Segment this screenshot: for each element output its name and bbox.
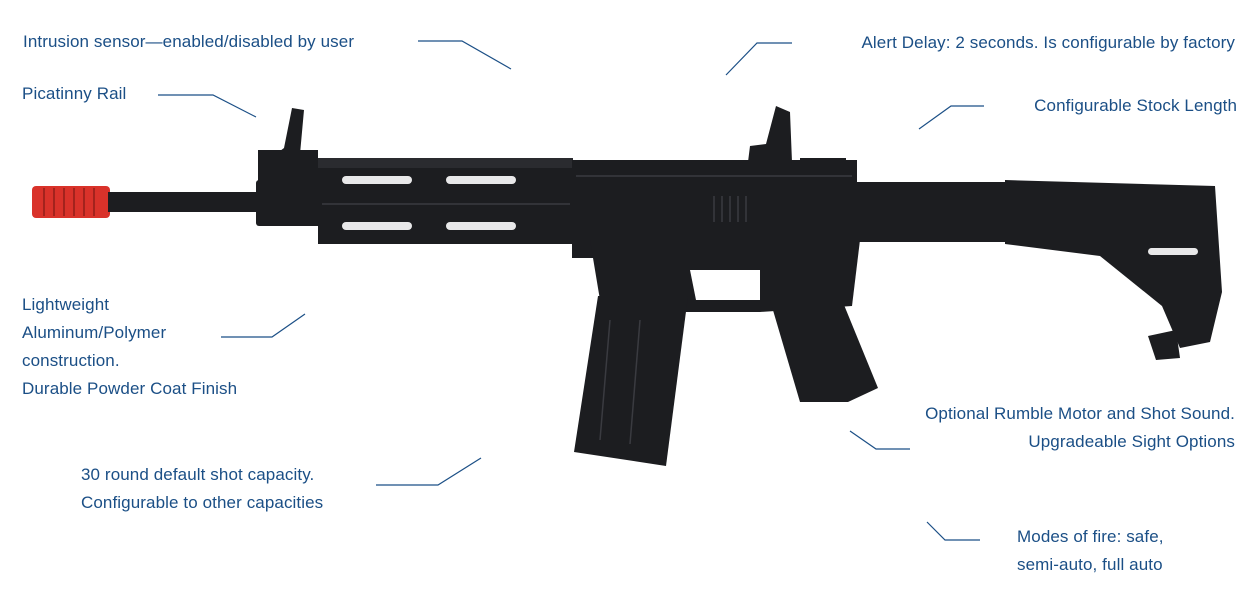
callout-rumble-line-2: Upgradeable Sight Options [1028,432,1235,451]
callout-alert: Alert Delay: 2 seconds. Is configurable … [861,29,1235,57]
callout-construction-line-4: Durable Powder Coat Finish [22,379,238,398]
callout-picatinny: Picatinny Rail [22,80,126,108]
pistol-grip [770,300,878,402]
rear-sight [748,106,792,162]
rifle-icon [32,106,1222,466]
leader-intrusion [418,40,512,70]
callout-intrusion: Intrusion sensor—enabled/disabled by use… [23,28,354,56]
barrel [108,192,270,212]
callout-alert-line: Alert Delay: 2 seconds. Is configurable … [861,33,1235,52]
leader-stock [918,105,984,130]
callout-construction-line-2: Aluminum/Polymer [22,323,167,342]
callout-capacity: 30 round default shot capacity. Configur… [81,461,323,517]
handguard [318,162,573,244]
callout-construction: Lightweight Aluminum/Polymer constructio… [22,291,237,403]
callout-rumble-line-1: Optional Rumble Motor and Shot Sound. [925,404,1235,423]
callout-modes-line-1: Modes of fire: safe, [1017,527,1164,546]
leader-construction [221,313,306,338]
callout-rumble: Optional Rumble Motor and Shot Sound. Up… [925,400,1235,456]
trigger-guard [690,270,760,300]
muzzle-tip [32,186,110,218]
callout-capacity-line-2: Configurable to other capacities [81,493,324,512]
leader-alert [725,42,792,76]
stock [1005,180,1222,348]
leader-rumble [849,430,910,450]
leader-picatinny [158,94,257,118]
leader-modes [926,521,980,541]
buffer-tube [850,182,1010,242]
callout-modes: Modes of fire: safe, semi-auto, full aut… [1017,523,1164,579]
leader-capacity [376,457,482,486]
callout-modes-line-2: semi-auto, full auto [1017,555,1163,574]
callout-picatinny-line: Picatinny Rail [22,84,127,103]
callout-construction-line-1: Lightweight [22,295,110,314]
callout-capacity-line-1: 30 round default shot capacity. [81,465,315,484]
callout-stock: Configurable Stock Length [1034,92,1237,120]
callout-construction-line-3: construction. [22,351,120,370]
magazine [574,296,688,466]
callout-stock-line: Configurable Stock Length [1034,96,1237,115]
callout-intrusion-line: Intrusion sensor—enabled/disabled by use… [23,32,355,51]
front-sight [276,108,304,154]
